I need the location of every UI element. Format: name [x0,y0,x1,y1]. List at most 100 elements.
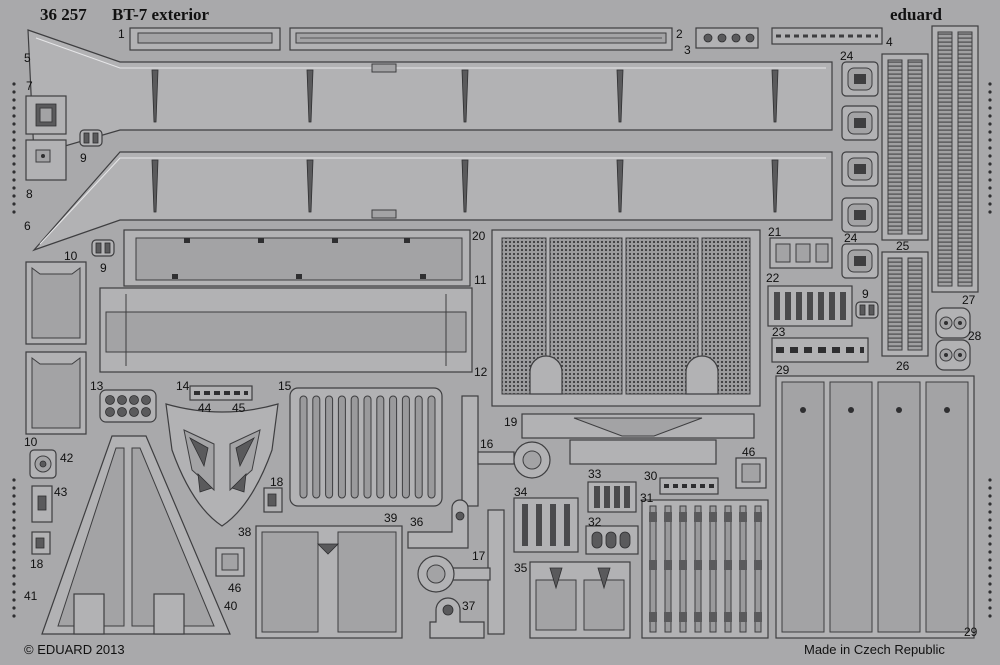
origin-text: Made in Czech Republic [804,642,945,657]
part-16 [461,395,551,507]
label-4: 4 [886,35,893,49]
label-33: 33 [588,467,602,481]
fret-code: 36 257 [40,5,87,24]
part-21 [769,237,833,269]
label-9a: 9 [80,151,87,165]
label-36: 36 [410,515,424,529]
part-9-top [79,129,103,147]
label-24b: 24 [844,231,858,245]
label-13: 13 [90,379,104,393]
part-30 [659,477,719,495]
part-22 [767,285,853,327]
label-17: 17 [472,549,486,563]
part-9-mid [91,239,115,257]
label-15: 15 [278,379,292,393]
label-42: 42 [60,451,74,465]
right-edge-holes [988,82,992,618]
part-46-right [735,457,767,489]
part-23 [771,337,869,363]
label-12: 12 [474,365,488,379]
label-43: 43 [54,485,68,499]
label-25: 25 [896,239,910,253]
part-8 [25,139,67,181]
label-29b: 29 [964,625,978,639]
label-39: 39 [384,511,398,525]
part-1 [129,27,281,51]
part-34 [513,497,579,553]
label-31: 31 [640,491,654,505]
part-tall-ladder [931,25,979,293]
part-37 [429,597,485,639]
label-40: 40 [224,599,238,613]
part-19 [521,413,755,465]
part-27 [935,307,971,339]
label-6: 6 [24,219,31,233]
left-edge-holes [12,82,16,618]
part-32 [585,525,639,555]
fret-title: BT-7 exterior [112,5,210,24]
label-30: 30 [644,469,658,483]
label-11: 11 [474,273,487,287]
label-18b: 18 [270,475,284,489]
label-9b: 9 [100,261,107,275]
part-18-center [263,487,283,513]
label-7: 7 [26,79,33,93]
part-17 [417,509,505,635]
label-20: 20 [472,229,486,243]
part-44-45-shield [165,403,279,527]
label-21: 21 [768,225,782,239]
part-15-louvers [289,387,443,507]
label-19: 19 [504,415,518,429]
label-34: 34 [514,485,528,499]
part-29-panels [775,375,975,639]
label-38: 38 [238,525,252,539]
label-24a: 24 [840,49,854,63]
part-43 [31,485,53,523]
part-36 [407,499,469,549]
part-10-top [25,261,87,345]
brand-name: eduard [890,5,943,24]
part-6 [32,151,833,252]
label-28: 28 [968,329,982,343]
part-38-39 [255,525,403,639]
label-9c: 9 [862,287,869,301]
part-42 [29,449,57,479]
label-44: 44 [198,401,212,415]
skirt-stiffeners [151,63,779,219]
label-22: 22 [766,271,780,285]
label-26: 26 [896,359,910,373]
label-23: 23 [772,325,786,339]
part-18-left [31,531,51,555]
part-labels: 1 2 3 4 5 6 7 8 9 9 9 10 10 11 12 13 14 … [24,27,982,639]
part-28 [935,339,971,371]
label-2: 2 [676,27,683,41]
label-10b: 10 [24,435,38,449]
part-7 [25,95,67,135]
label-41: 41 [24,589,38,603]
part-11 [123,229,471,287]
part-12 [99,287,473,373]
label-37: 37 [462,599,476,613]
part-20 [491,229,761,407]
part-33 [587,481,637,513]
label-32: 32 [588,515,602,529]
label-27: 27 [962,293,976,307]
label-5: 5 [24,51,31,65]
part-41-40-aframe [41,435,231,635]
label-14: 14 [176,379,190,393]
part-25 [881,53,929,241]
label-46a: 46 [228,581,242,595]
label-46b: 46 [742,445,756,459]
part-3 [695,27,759,49]
part-13 [99,389,157,423]
copyright-text: © EDUARD 2013 [24,642,125,657]
label-18a: 18 [30,557,44,571]
part-10-bottom [25,351,87,435]
label-45: 45 [232,401,246,415]
part-24-column [841,61,879,279]
part-14 [189,385,253,401]
part-4 [771,27,883,45]
part-46-left [215,547,245,577]
part-31-tracks [641,499,769,639]
